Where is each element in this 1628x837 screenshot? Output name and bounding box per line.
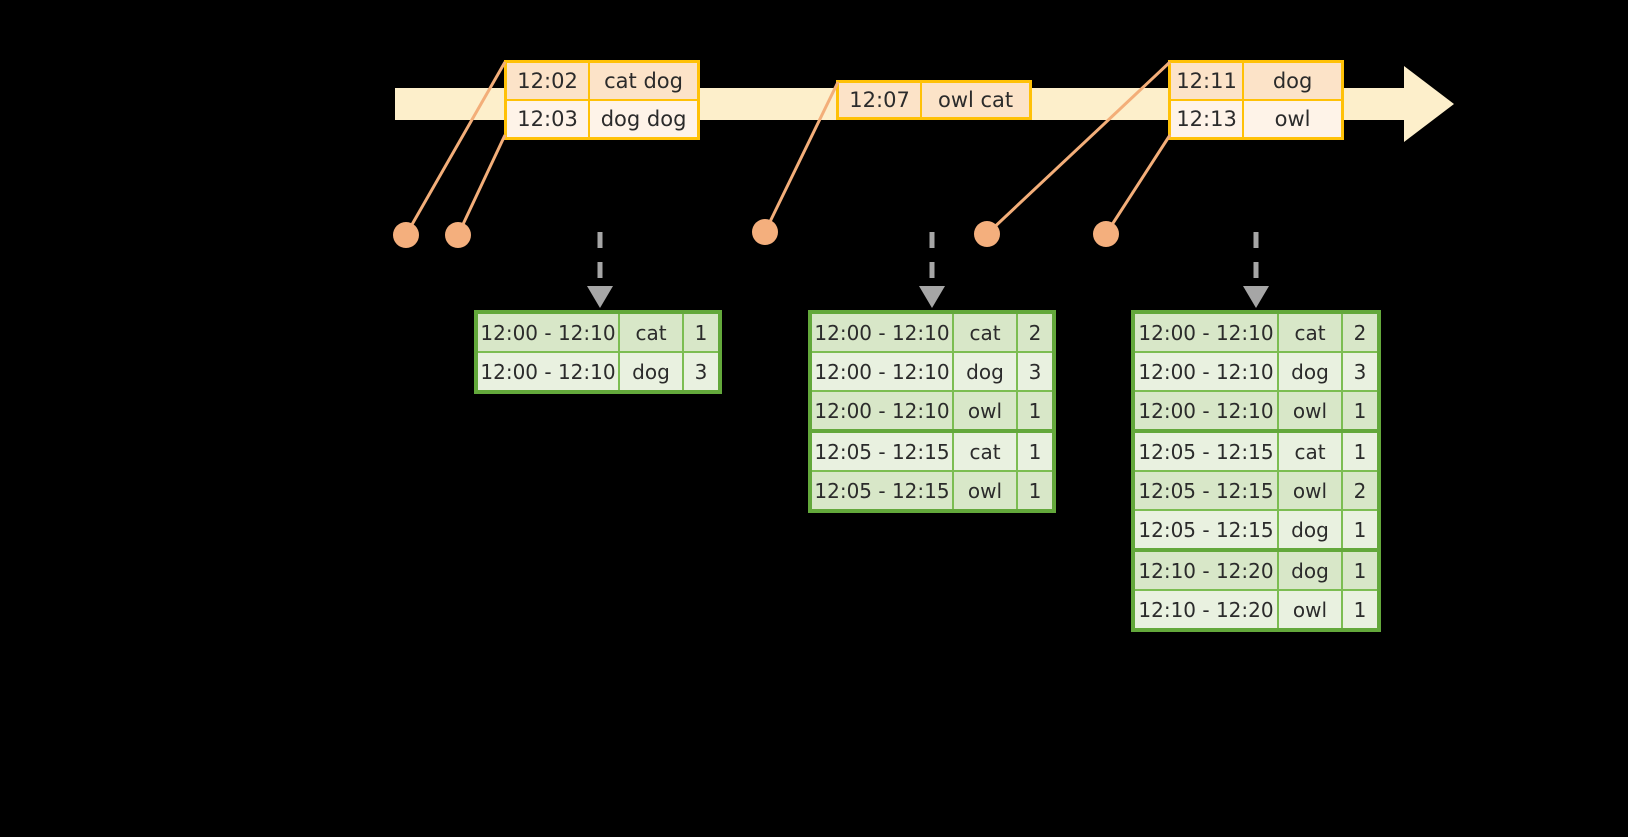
event-row: 12:02 cat dog xyxy=(507,63,697,99)
window-cell: 12:10 - 12:20 xyxy=(1135,591,1279,628)
event-box-c[interactable]: 12:11 dog 12:13 owl xyxy=(1168,60,1344,140)
count-cell: 1 xyxy=(1343,392,1377,429)
window-cell: 12:00 - 12:10 xyxy=(478,353,620,390)
event-time: 12:13 xyxy=(1171,101,1245,137)
key-cell: owl xyxy=(954,472,1018,509)
key-cell: cat xyxy=(1279,433,1343,470)
window-cell: 12:05 - 12:15 xyxy=(1135,472,1279,509)
event-timeline: 12:02 cat dog 12:03 dog dog 12:07 owl ca… xyxy=(0,0,1628,300)
window-cell: 12:10 - 12:20 xyxy=(1135,552,1279,589)
window-cell: 12:00 - 12:10 xyxy=(1135,353,1279,390)
window-cell: 12:00 - 12:10 xyxy=(812,392,954,429)
event-box-a[interactable]: 12:02 cat dog 12:03 dog dog xyxy=(504,60,700,140)
event-time: 12:03 xyxy=(507,101,591,137)
event-payload: dog xyxy=(1244,63,1341,99)
count-cell: 2 xyxy=(1018,314,1052,351)
event-row: 12:07 owl cat xyxy=(839,83,1029,117)
count-cell: 1 xyxy=(1018,472,1052,509)
key-cell: dog xyxy=(954,353,1018,390)
count-cell: 1 xyxy=(1343,552,1377,589)
window-cell: 12:05 - 12:15 xyxy=(812,472,954,509)
window-cell: 12:05 - 12:15 xyxy=(1135,433,1279,470)
event-payload: owl cat xyxy=(922,83,1029,117)
event-time: 12:11 xyxy=(1171,63,1245,99)
right-arrow-icon xyxy=(1404,66,1454,142)
key-cell: owl xyxy=(954,392,1018,429)
key-cell: cat xyxy=(1279,314,1343,351)
window-cell: 12:00 - 12:10 xyxy=(478,314,620,351)
event-row: 12:03 dog dog xyxy=(507,99,697,137)
event-box-b[interactable]: 12:07 owl cat xyxy=(836,80,1032,120)
count-cell: 1 xyxy=(1343,511,1377,548)
event-time: 12:02 xyxy=(507,63,591,99)
key-cell: cat xyxy=(954,433,1018,470)
key-cell: dog xyxy=(1279,552,1343,589)
count-cell: 2 xyxy=(1343,472,1377,509)
key-cell: owl xyxy=(1279,392,1343,429)
window-cell: 12:00 - 12:10 xyxy=(812,314,954,351)
count-cell: 3 xyxy=(1018,353,1052,390)
count-cell: 2 xyxy=(1343,314,1377,351)
window-cell: 12:05 - 12:15 xyxy=(812,433,954,470)
window-cell: 12:00 - 12:10 xyxy=(1135,314,1279,351)
key-cell: cat xyxy=(620,314,684,351)
count-cell: 3 xyxy=(1343,353,1377,390)
key-cell: dog xyxy=(1279,511,1343,548)
event-payload: owl xyxy=(1244,101,1341,137)
key-cell: owl xyxy=(1279,472,1343,509)
count-cell: 1 xyxy=(684,314,718,351)
event-payload: dog dog xyxy=(590,101,697,137)
key-cell: dog xyxy=(620,353,684,390)
window-cell: 12:00 - 12:10 xyxy=(812,353,954,390)
count-cell: 1 xyxy=(1343,591,1377,628)
count-cell: 1 xyxy=(1018,392,1052,429)
key-cell: owl xyxy=(1279,591,1343,628)
key-cell: cat xyxy=(954,314,1018,351)
event-row: 12:11 dog xyxy=(1171,63,1341,99)
event-payload: cat dog xyxy=(590,63,697,99)
window-cell: 12:05 - 12:15 xyxy=(1135,511,1279,548)
window-cell: 12:00 - 12:10 xyxy=(1135,392,1279,429)
event-time: 12:07 xyxy=(839,83,923,117)
key-cell: dog xyxy=(1279,353,1343,390)
count-cell: 3 xyxy=(684,353,718,390)
event-row: 12:13 owl xyxy=(1171,99,1341,137)
count-cell: 1 xyxy=(1018,433,1052,470)
count-cell: 1 xyxy=(1343,433,1377,470)
